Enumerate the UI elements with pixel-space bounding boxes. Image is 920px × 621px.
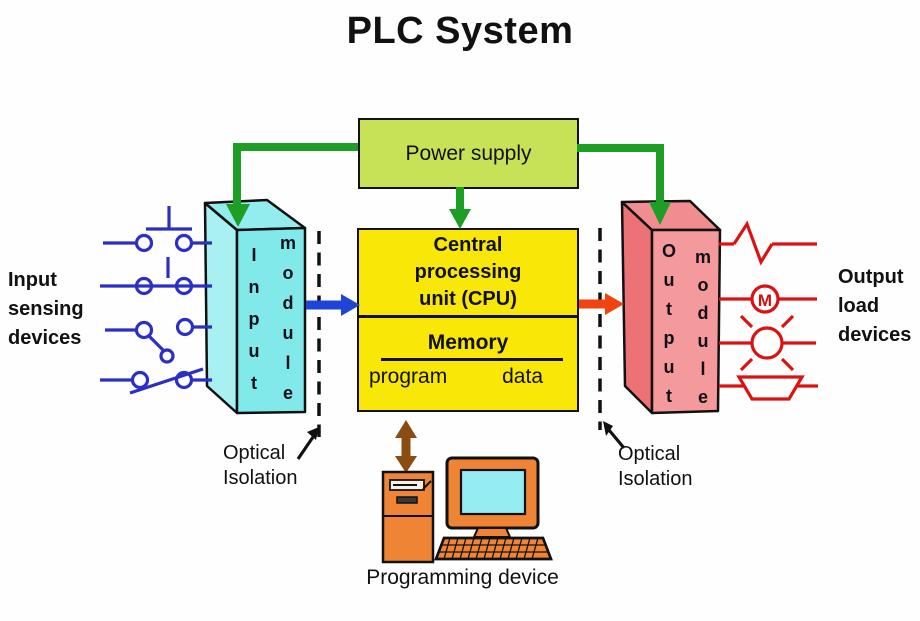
lamp-icon (719, 314, 816, 372)
programming-link-arrow (395, 420, 417, 473)
power-line-cpu-arrow (449, 187, 471, 229)
memory-label: Memory (427, 331, 509, 354)
input-devices-label: Input sensing devices (8, 269, 84, 349)
input-signal-arrow (306, 294, 360, 316)
keyboard-icon (434, 536, 553, 561)
input-module-word2: module (278, 233, 298, 413)
computer-tower-icon (381, 470, 435, 564)
limit-switch-icon (100, 367, 212, 395)
motor-icon (719, 284, 817, 314)
motor-letter: M (758, 291, 772, 310)
power-line-left-arrow (226, 143, 358, 227)
cpu-box: Central processing unit (CPU) Memory pro… (357, 228, 579, 412)
selector-switch-icon (105, 317, 212, 364)
output-devices-label: Output load devices (838, 266, 912, 346)
solenoid-horn-icon (719, 375, 818, 401)
cpu-title-line3: unit (CPU) (419, 288, 517, 310)
optical-pointer-left (296, 427, 319, 460)
input-module-word: Input (244, 245, 264, 405)
pushbutton-no-icon (103, 206, 212, 253)
power-supply-box: Power supply (358, 118, 579, 189)
memory-section: Memory program data (359, 318, 577, 410)
output-signal-arrow (579, 293, 624, 315)
cpu-title: Central processing unit (CPU) (359, 230, 577, 318)
page-title: PLC System (346, 10, 574, 52)
optical-isolation-label-right: Optical Isolation (618, 443, 693, 490)
programming-device-label: Programming device (366, 566, 559, 589)
input-module-box (203, 198, 307, 415)
output-module-word2: module (693, 247, 713, 415)
power-line-right-arrow (577, 144, 671, 225)
memory-divider (381, 358, 563, 361)
output-module-box (620, 199, 722, 415)
power-supply-label: Power supply (405, 141, 532, 165)
monitor-icon (445, 456, 540, 538)
pushbutton-nc-icon (100, 257, 212, 296)
cpu-title-line1: Central (433, 234, 503, 256)
cpu-title-line2: processing (414, 261, 522, 283)
optical-isolation-label-left: Optical Isolation (223, 442, 298, 489)
program-label: program (369, 365, 448, 388)
output-module-word: Output (659, 241, 679, 415)
heater-resistor-icon (719, 220, 817, 266)
optical-pointer-right (603, 421, 626, 450)
data-label: data (502, 365, 543, 388)
